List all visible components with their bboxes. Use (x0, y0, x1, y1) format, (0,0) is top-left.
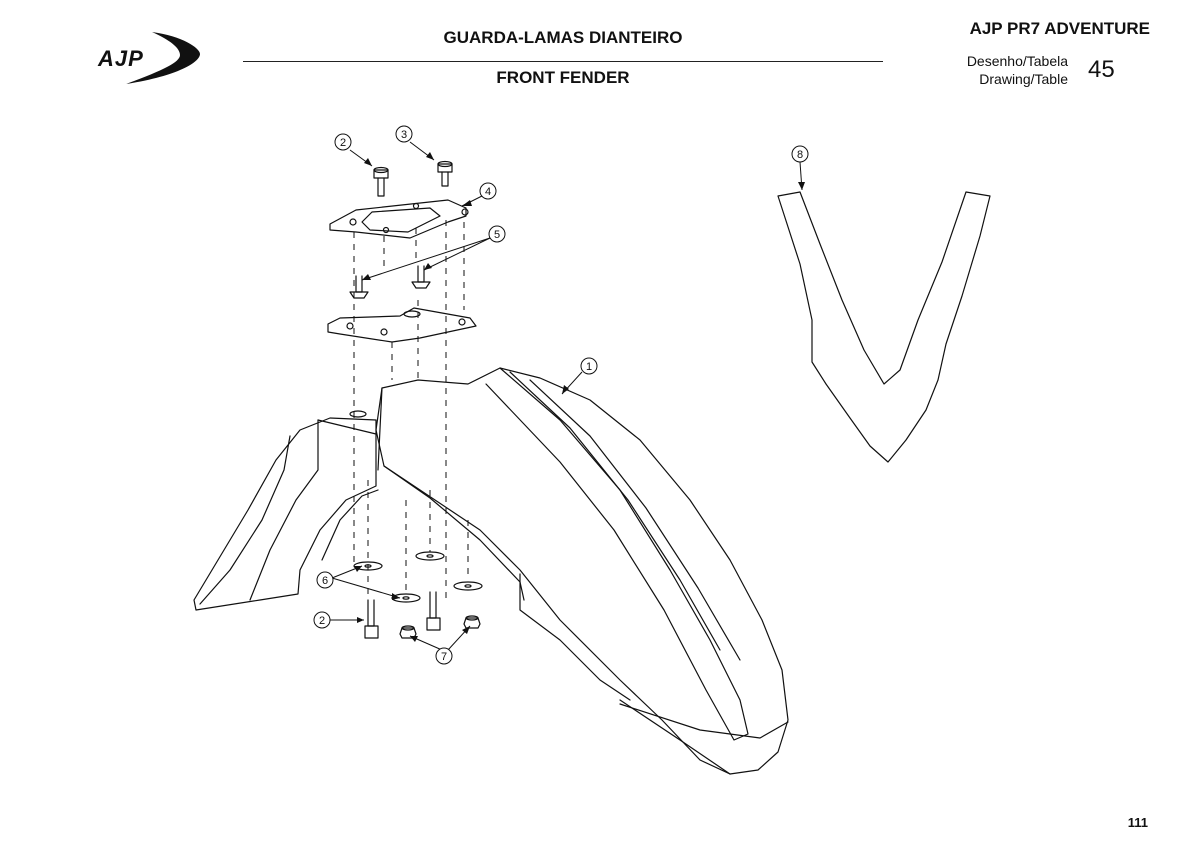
callout-2-lower: 2 (313, 611, 331, 629)
callout-7: 7 (435, 647, 453, 665)
drawing-number: 45 (1088, 56, 1115, 83)
callout-2-top: 2 (334, 133, 352, 151)
svg-text:3: 3 (401, 129, 407, 141)
nut-part-7-right (463, 615, 481, 629)
callout-3: 3 (395, 125, 413, 143)
callout-8: 8 (791, 145, 809, 163)
bracket-plate-lower (327, 307, 477, 343)
logo-swoosh-icon (126, 32, 200, 84)
callout-circles: 2 3 4 5 1 8 6 2 (313, 125, 809, 665)
callout-5: 5 (488, 225, 506, 243)
callout-6: 6 (316, 571, 334, 589)
bolt-part-2-lower-left (364, 599, 379, 639)
title-divider (243, 61, 883, 62)
svg-text:4: 4 (485, 186, 491, 198)
svg-text:5: 5 (494, 229, 500, 241)
front-fender-part (193, 367, 789, 775)
drawing-label-en: Drawing/Table (979, 71, 1068, 87)
svg-text:1: 1 (586, 361, 592, 373)
drawing-label: Desenho/Tabela Drawing/Table (930, 52, 1068, 88)
fender-decal-part-8 (777, 191, 991, 463)
page-title-pt: GUARDA-LAMAS DIANTEIRO (443, 28, 683, 47)
drawing-label-pt: Desenho/Tabela (966, 53, 1068, 69)
logo-text: AJP (98, 46, 144, 71)
washers-part-6 (353, 551, 483, 603)
page-number: 111 (1127, 815, 1148, 830)
rivet-part-5-left (349, 275, 369, 299)
page-title-en: FRONT FENDER (496, 68, 630, 87)
svg-text:2: 2 (319, 615, 325, 627)
svg-text:2: 2 (340, 137, 346, 149)
bolt-part-2-lower-right (426, 591, 441, 631)
assembly-guide-lines (353, 220, 469, 600)
bolt-part-3-top (437, 160, 453, 187)
rivet-part-5-right (411, 265, 431, 289)
callout-4: 4 (479, 182, 497, 200)
bolt-part-2-top (373, 166, 389, 197)
callout-leaders (330, 141, 803, 651)
svg-text:8: 8 (797, 149, 803, 161)
callout-arrowheads (354, 152, 805, 642)
bracket-plate-upper (329, 199, 469, 239)
ajp-logo: AJP (92, 28, 204, 86)
callout-1: 1 (580, 357, 598, 375)
model-name: AJP PR7 ADVENTURE (969, 19, 1150, 38)
svg-text:6: 6 (322, 575, 328, 587)
svg-text:7: 7 (441, 651, 447, 663)
